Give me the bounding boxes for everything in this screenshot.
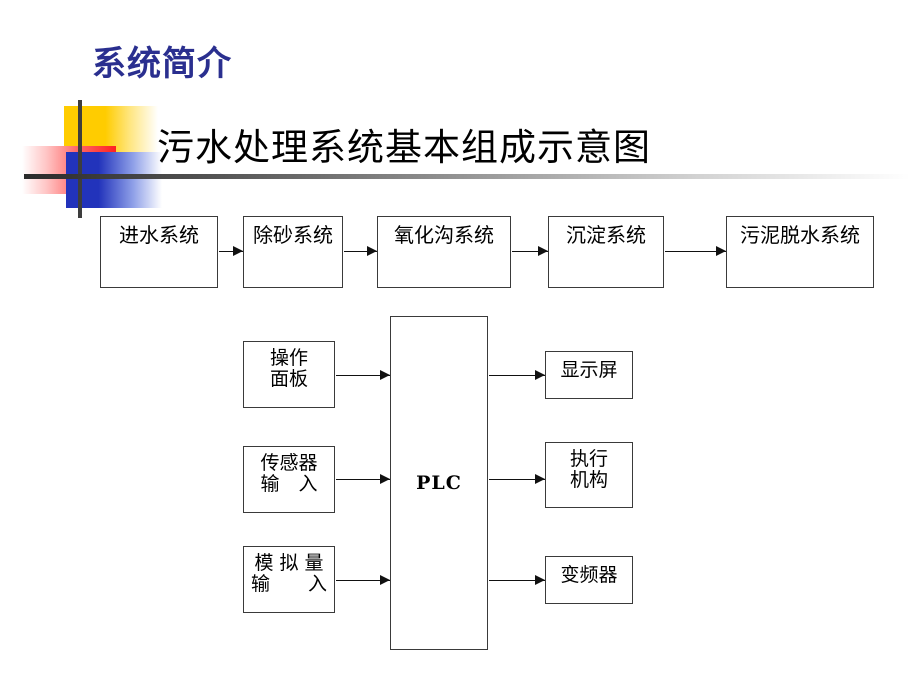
input-box-sensor-input: 传感器 输 入 bbox=[243, 446, 335, 513]
plc-box: PLC bbox=[390, 316, 488, 650]
page-title: 系统简介 bbox=[92, 44, 232, 84]
output-arrow-plc-to-vfd bbox=[489, 575, 545, 586]
process-box-sedimentation: 沉淀系统 bbox=[548, 216, 664, 288]
flow-arrow-inlet-to-degrit bbox=[219, 246, 243, 257]
process-box-inlet: 进水系统 bbox=[100, 216, 218, 288]
process-box-degrit: 除砂系统 bbox=[243, 216, 343, 288]
flow-arrow-settle-to-sludge bbox=[665, 246, 726, 257]
output-box-vfd: 变频器 bbox=[545, 556, 633, 604]
output-box-actuator: 执行 机构 bbox=[545, 442, 633, 508]
diagram-heading: 污水处理系统基本组成示意图 bbox=[157, 126, 651, 169]
input-box-analog-input: 模 拟 量 输 入 bbox=[243, 546, 335, 613]
input-box-operation-panel: 操作 面板 bbox=[243, 341, 335, 408]
input-arrow-sensor-to-plc bbox=[336, 474, 390, 485]
flow-arrow-oxiditch-to-settle bbox=[512, 246, 548, 257]
input-arrow-analog-to-plc bbox=[336, 575, 390, 586]
process-box-oxidation-ditch: 氧化沟系统 bbox=[377, 216, 511, 288]
output-box-display: 显示屏 bbox=[545, 351, 633, 399]
flow-arrow-degrit-to-oxiditch bbox=[344, 246, 377, 257]
decor-blue-square bbox=[66, 152, 162, 208]
input-arrow-panel-to-plc bbox=[336, 370, 390, 381]
decorative-color-blocks bbox=[22, 100, 162, 218]
output-arrow-plc-to-display bbox=[489, 370, 545, 381]
decor-vertical-rule bbox=[78, 100, 82, 218]
decor-horizontal-rule bbox=[24, 174, 910, 179]
process-box-sludge-dewatering: 污泥脱水系统 bbox=[726, 216, 874, 288]
output-arrow-plc-to-actuator bbox=[489, 474, 545, 485]
